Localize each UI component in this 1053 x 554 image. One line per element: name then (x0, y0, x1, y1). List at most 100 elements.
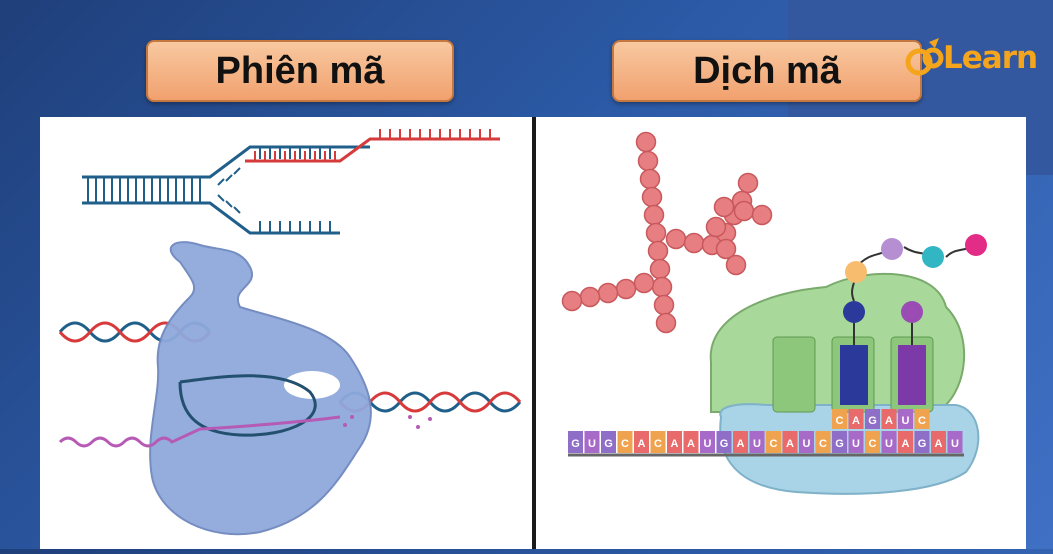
anticodon-base-label: C (836, 415, 844, 427)
logo-text: Learn (943, 40, 1038, 76)
mrna-base (634, 431, 649, 453)
mrna-base-label: G (720, 438, 729, 450)
anticodon-base-label: A (852, 415, 860, 427)
mrna-base-label: A (902, 438, 910, 450)
amino-acid-bead (751, 204, 773, 226)
anticodon-base-label: G (868, 415, 877, 427)
amino-acid-bead (637, 150, 659, 172)
mrna-base-label: C (819, 438, 827, 450)
mrna-base-label: C (770, 438, 778, 450)
amino-acid-bead (635, 131, 657, 153)
amino-acid-p (843, 301, 865, 323)
mrna-base (617, 431, 633, 453)
amino-acid-bead (633, 272, 655, 294)
amino-acid-bead (715, 238, 737, 260)
mrna-base (947, 431, 963, 453)
mrna-base (766, 431, 781, 453)
amino-acid-bead (651, 276, 673, 298)
anticodon-base-label: U (902, 415, 910, 427)
mrna-base (931, 431, 946, 453)
mrna-base (733, 431, 748, 453)
translation-title: Dịch mã (612, 40, 922, 102)
mrna-base (584, 431, 600, 453)
amino-acid-bead (561, 290, 583, 312)
amino-acid-bead (737, 172, 759, 194)
amino-acid-bead (683, 232, 705, 254)
e-site (772, 336, 816, 413)
amino-acid-magenta (965, 234, 987, 256)
mrna-base (799, 431, 814, 453)
anticodon-base-label: A (885, 415, 893, 427)
amino-acid-bead (597, 282, 619, 304)
mrna-base-label: G (835, 438, 844, 450)
mrna-base (848, 431, 864, 453)
amino-acid-bead (641, 186, 663, 208)
rna-strand-red (245, 129, 500, 163)
mrna-base-label: G (918, 438, 927, 450)
mrna-base-label: U (951, 438, 959, 450)
mrna-base (700, 431, 715, 453)
mrna-base-label: A (935, 438, 943, 450)
anticodon-base (881, 409, 897, 429)
anticodon-base-label: C (918, 415, 926, 427)
amino-acid-bead (649, 258, 671, 280)
mrna-base (683, 431, 699, 453)
anticodon-base (832, 409, 847, 429)
amino-acid-bead (643, 204, 665, 226)
mrna-base (815, 431, 831, 453)
mrna-base (914, 431, 930, 453)
rna-polymerase (149, 241, 372, 536)
dna-double-helix-unzipped (82, 145, 370, 235)
amino-acid-bead (615, 278, 637, 300)
amino-acid-bead (705, 216, 727, 238)
polymerase-pore (284, 371, 340, 399)
mrna-base-label: U (803, 438, 811, 450)
mrna-base (568, 431, 583, 453)
mrna-base (716, 431, 732, 453)
mrna-base-label: G (604, 438, 613, 450)
polypeptide-chain (561, 131, 773, 334)
mrna-base (881, 431, 897, 453)
mrna-base-label: U (885, 438, 893, 450)
mrna-transcript (58, 415, 341, 448)
amino-acid-bead (647, 240, 669, 262)
nucleotides (343, 415, 432, 429)
mrna-base-label: A (687, 438, 695, 450)
mrna-base-label: U (852, 438, 860, 450)
transcription-diagram (58, 129, 522, 536)
mrna-base-label: C (654, 438, 662, 450)
mrna-base-label: U (704, 438, 712, 450)
amino-acid-teal (922, 246, 944, 268)
mrna-base-label: A (671, 438, 679, 450)
anticodon-base (848, 409, 864, 429)
mrna-base-label: A (737, 438, 745, 450)
mrna-base-label: G (571, 438, 580, 450)
mrna-base-label: A (638, 438, 646, 450)
amino-acid-bead (665, 228, 687, 250)
mrna-base (898, 431, 913, 453)
amino-acid-orange (845, 261, 867, 283)
trna-p (840, 345, 868, 405)
mrna-base-label: C (621, 438, 629, 450)
mrna-base (782, 431, 798, 453)
anticodon-base (865, 409, 880, 429)
mrna-base-label: C (869, 438, 877, 450)
transcription-panel (40, 117, 532, 549)
mrna-base (650, 431, 666, 453)
mrna-base (749, 431, 765, 453)
amino-acid-a (901, 301, 923, 323)
amino-acid-bead (579, 286, 601, 308)
amino-acid-bead (655, 312, 677, 334)
amino-acid-bead (639, 168, 661, 190)
mrna-base (865, 431, 880, 453)
mrna-base-label: U (753, 438, 761, 450)
amino-acid-bead (653, 294, 675, 316)
amino-acid-lavender (881, 238, 903, 260)
transcription-title: Phiên mã (146, 40, 454, 102)
panel-divider (532, 117, 536, 549)
mrna-base-label: A (786, 438, 794, 450)
anticodon-base (898, 409, 913, 429)
